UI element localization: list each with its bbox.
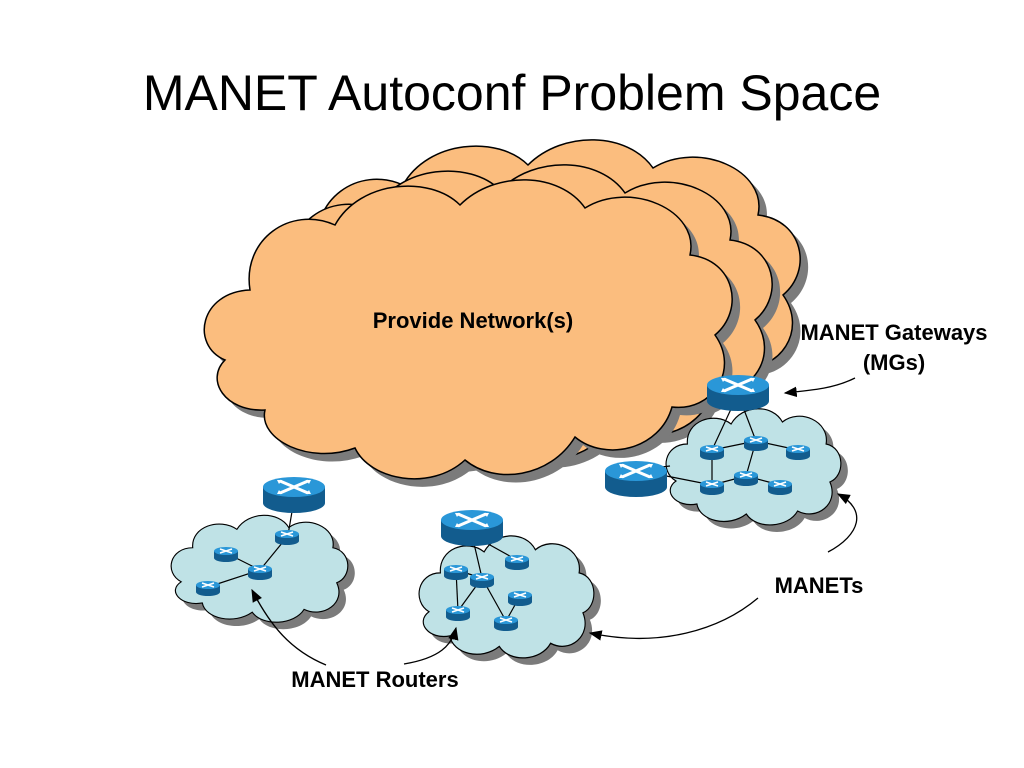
router-icon xyxy=(443,564,469,581)
arrow-to-manet-middle xyxy=(588,597,759,641)
manets-label: MANETs xyxy=(774,573,864,598)
manet-gateways-label-line1: MANET Gateways xyxy=(800,320,988,345)
gateway-router-left-icon xyxy=(261,475,327,515)
annotation-arrows xyxy=(251,377,858,666)
router-icon xyxy=(743,435,769,452)
manet-routers-label: MANET Routers xyxy=(291,667,459,692)
slide-title: MANET Autoconf Problem Space xyxy=(142,65,882,121)
gateway-router-middle-icon xyxy=(439,508,505,548)
router-icon xyxy=(733,470,759,487)
gateway-router-right-left-icon xyxy=(603,459,669,499)
router-icon xyxy=(247,564,273,581)
router-icon xyxy=(274,529,300,546)
gateway-router-right-top-icon xyxy=(705,373,771,413)
router-icon xyxy=(213,546,239,563)
router-icon xyxy=(195,580,221,597)
manet-gateways-label-line2: (MGs) xyxy=(862,350,926,375)
arrow-to-gateway xyxy=(783,377,856,398)
arrow-to-manet-right xyxy=(827,493,858,553)
router-icon xyxy=(445,605,471,622)
arrow-to-router-middle xyxy=(403,626,459,665)
router-icon xyxy=(699,444,725,461)
router-icon xyxy=(507,590,533,607)
router-icon xyxy=(504,554,530,571)
manet-cloud-right xyxy=(665,408,848,532)
manet-gateways-label: MANET Gateways (MGs) xyxy=(772,318,1016,378)
router-icon xyxy=(469,572,495,589)
router-icon xyxy=(767,479,793,496)
provider-network-label: Provide Network(s) xyxy=(372,308,574,333)
router-icon xyxy=(493,615,519,632)
router-icon xyxy=(699,479,725,496)
router-icon xyxy=(785,444,811,461)
arrow-to-router-left xyxy=(251,588,327,666)
